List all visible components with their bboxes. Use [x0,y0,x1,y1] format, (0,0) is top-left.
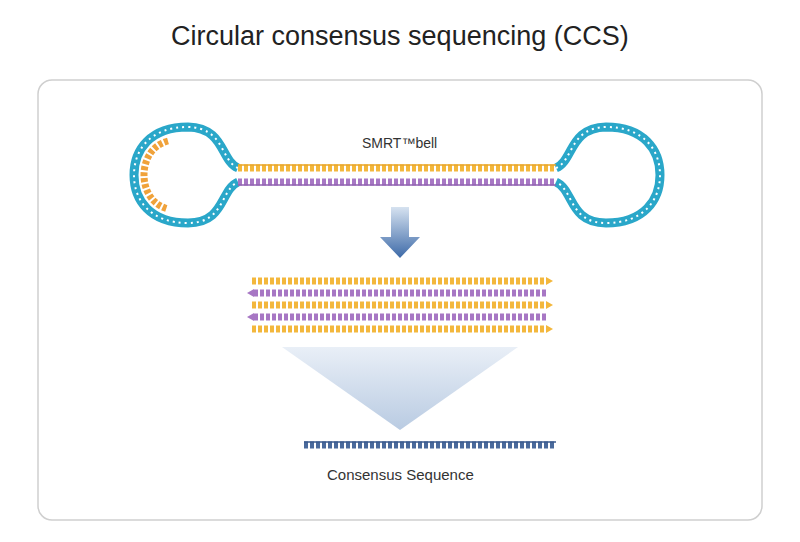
panel-frame [38,80,762,520]
down-arrow [380,207,420,258]
title: Circular consensus sequencing (CCS) [171,21,629,52]
consensus-backbone [304,441,556,443]
result-label: Consensus Sequence [327,466,474,483]
consensus-funnel [282,347,518,430]
consensus-strand [304,442,556,449]
molecule-label: SMRT™bell [362,135,437,151]
subread-stack [247,277,553,333]
